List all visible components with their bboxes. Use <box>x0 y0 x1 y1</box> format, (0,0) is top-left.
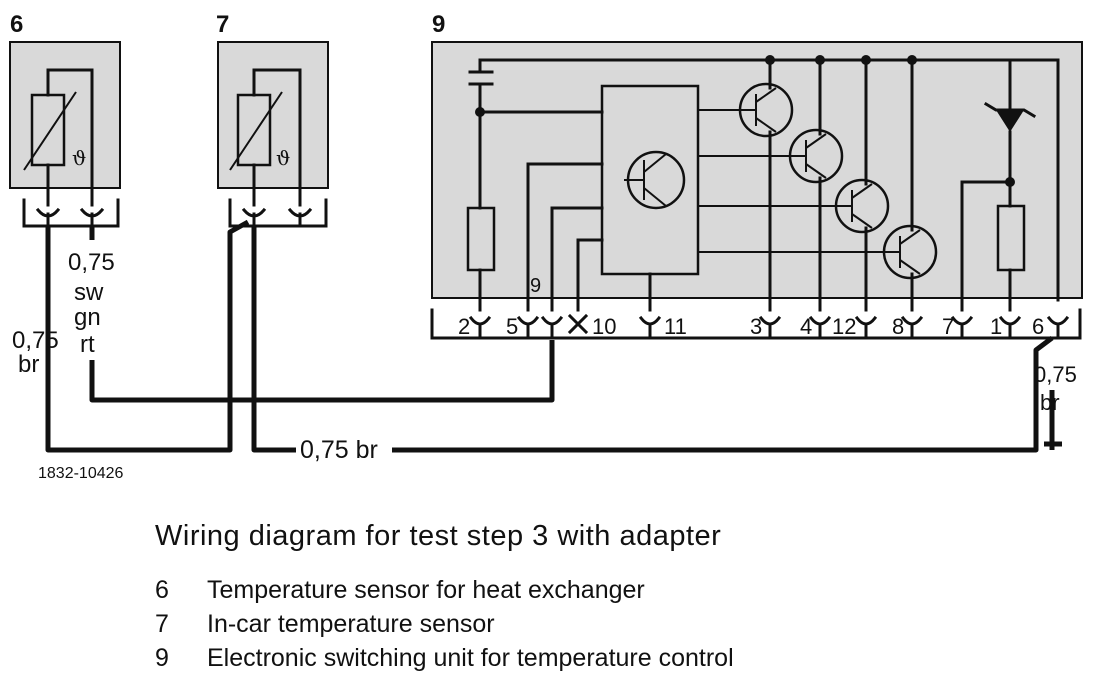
unit-pin-12-icon <box>854 315 878 340</box>
unit-pin-7-label: 7 <box>942 314 954 339</box>
component-9-number: 9 <box>432 11 445 38</box>
unit-pin-10-icon <box>567 313 589 335</box>
capacitor-icon <box>468 58 494 114</box>
legend-number: 6 <box>155 576 169 604</box>
wire-label-right-size: 0,75 <box>1034 362 1077 387</box>
wire-sensor6-left <box>45 219 250 453</box>
unit-pin-8-label: 8 <box>892 314 904 339</box>
unit-pin-6-label: 6 <box>1032 314 1044 339</box>
unit-pin-3-label: 3 <box>750 314 762 339</box>
unit-pin-11-icon <box>638 315 662 340</box>
unit-pin-4-icon <box>808 315 832 340</box>
connector-7 <box>228 186 328 228</box>
legend-item: 6 Temperature sensor for heat exchanger <box>155 573 734 607</box>
figure-id: 1832-10426 <box>38 465 124 482</box>
unit-pin-12-label: 12 <box>832 314 856 339</box>
wire-sensor6-right <box>89 226 555 403</box>
unit-pin-1-icon <box>998 315 1022 340</box>
wiring-diagram: 6 7 9 ϑ ϑ <box>9 11 1083 482</box>
unit-pin-9-icon <box>540 315 564 340</box>
legend-text: Electronic switching unit for temperatur… <box>207 644 734 672</box>
unit-pin-10-label: 10 <box>592 314 616 339</box>
thermistor-7-arrow-icon <box>229 91 283 171</box>
unit-pin-8-icon <box>900 315 924 340</box>
wire-label-bottom: 0,75 br <box>300 436 378 464</box>
unit-pin-1-label: 1 <box>990 314 1002 339</box>
wire-label-mid-color-3: rt <box>80 331 95 358</box>
unit-pin-4-label: 4 <box>800 314 812 339</box>
legend: 6 Temperature sensor for heat exchanger 7 I… <box>155 573 734 675</box>
electronic-switching-unit <box>431 41 1083 312</box>
unit-pin-2-label: 2 <box>458 314 470 339</box>
wire-label-mid-color-2: gn <box>74 304 101 331</box>
wire-label-right-color: br <box>1040 390 1060 415</box>
unit-connector: 2 5 10 11 3 4 12 8 7 1 6 9 <box>430 275 1082 340</box>
unit-pin-5-icon <box>516 315 540 340</box>
diagram-caption: Wiring diagram for test step 3 with adap… <box>155 520 722 552</box>
component-7-number: 7 <box>216 11 229 38</box>
legend-text: In-car temperature sensor <box>207 610 495 638</box>
unit-pin-6-icon <box>1046 315 1070 340</box>
theta-symbol-7-icon: ϑ <box>276 146 290 170</box>
unit-pin-2-icon <box>468 315 492 340</box>
legend-item: 9 Electronic switching unit for temperatu… <box>155 641 734 675</box>
legend-number: 7 <box>155 610 169 638</box>
unit-pin-5-label: 5 <box>506 314 518 339</box>
pin-9-top-label: 9 <box>530 275 541 297</box>
in-car-temperature-sensor: ϑ <box>217 41 329 190</box>
legend-item: 7 In-car temperature sensor <box>155 607 734 641</box>
connector-6 <box>22 186 120 228</box>
temperature-sensor-heat-exchanger: ϑ <box>9 41 121 190</box>
unit-pin-7-icon <box>950 315 974 340</box>
wire-label-left-size: 0,75 <box>12 327 59 354</box>
wire-bottom-br <box>251 226 1054 453</box>
unit-pin-11-label: 11 <box>664 314 687 339</box>
wire-label-mid-size: 0,75 <box>68 249 115 276</box>
legend-text: Temperature sensor for heat exchanger <box>207 576 645 604</box>
wire-label-left-color: br <box>18 351 39 378</box>
unit-pin-3-icon <box>758 315 782 340</box>
component-6-number: 6 <box>10 11 23 38</box>
theta-symbol-6-icon: ϑ <box>72 146 86 170</box>
wire-label-mid-color-1: sw <box>74 279 104 306</box>
thermistor-6-arrow-icon <box>23 91 77 171</box>
legend-number: 9 <box>155 644 169 672</box>
